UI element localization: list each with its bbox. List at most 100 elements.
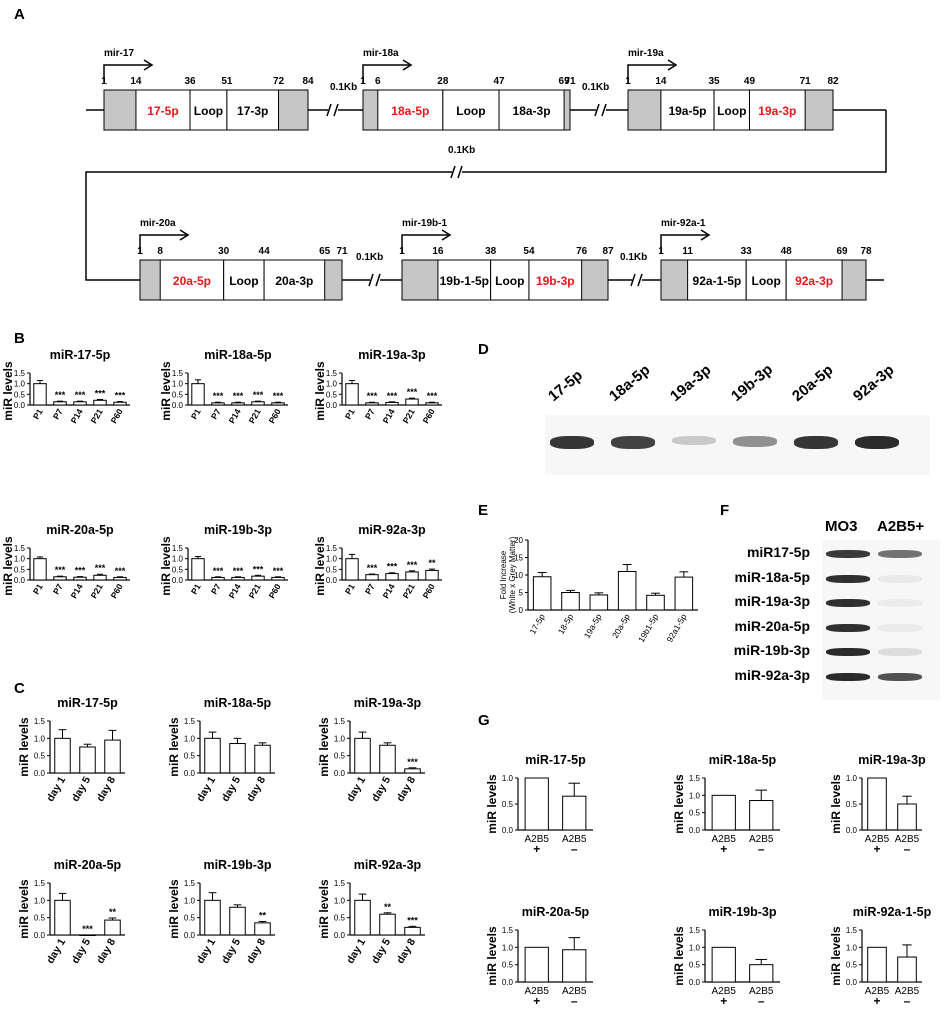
significance-label: *** [427,391,438,401]
bar [561,592,580,611]
y-tick-label: 1.0 [184,734,196,743]
x-tick-label: day 8 [394,774,418,803]
y-tick-label: 0 [519,606,524,615]
y-tick-label: 0.0 [184,931,196,940]
nucleotide-position: 76 [576,246,588,257]
y-tick-label: 1.0 [334,896,346,905]
y-axis-label: miR levels [1,361,15,421]
gene-segment [490,259,530,301]
nucleotide-position: 6 [375,76,381,87]
bar [867,946,887,983]
x-tick-label: day 5 [69,774,93,803]
nucleotide-position: 48 [781,246,793,257]
nucleotide-position: 16 [432,246,444,257]
y-tick-label: 0.0 [172,576,184,585]
bar [404,926,421,936]
x-tick-label: P60 [109,582,125,600]
bar [211,402,225,406]
chart-title: miR-20a-5p [46,523,114,537]
x-tick-label: day 5 [219,936,243,965]
x-tick-label: P21 [89,407,105,425]
bar [379,744,396,774]
bar [425,402,439,406]
gel-band [672,436,716,446]
significance-label: *** [82,924,93,934]
nucleotide-position: 51 [221,76,233,87]
tss-arrowhead [700,229,711,241]
significance-label: *** [115,391,126,401]
x-tick-label: P7 [363,407,377,421]
gene-name: mir-92a-1 [661,218,706,229]
bar [646,594,665,611]
significance-label: ** [384,902,392,912]
nucleotide-position: 14 [130,76,142,87]
x-tick-label: day 1 [194,936,218,965]
nucleotide-position: 71 [336,246,348,257]
bar [73,576,87,581]
significance-label: *** [95,563,106,573]
segment-label: 18a-3p [513,104,551,118]
significance-label: *** [273,566,284,576]
gene-name: mir-17 [104,48,134,59]
x-tick-label: P14 [381,407,397,425]
x-tick-label: P60 [421,407,437,425]
bar [271,576,285,581]
bar [251,401,265,406]
break-mark [368,273,374,287]
gel-band [878,574,922,583]
gene-segment [223,259,265,301]
gel-band [733,436,777,447]
bar [33,383,47,406]
x-tick-label: A2B5 [865,986,890,997]
y-tick-label: 0.5 [172,390,184,399]
chart-title: miR-92a-3p [358,523,426,537]
y-tick-label: 1.5 [172,544,184,553]
bar [617,571,637,611]
bar [354,899,371,936]
gene-name: mir-19b-1 [402,218,447,229]
tss-arrow [627,64,674,83]
x-tick-label: A2B5 [562,834,587,845]
y-axis-label: miR levels [313,361,327,421]
break-mark [637,273,643,287]
y-tick-label: 0.0 [34,931,46,940]
gel-band [878,550,922,558]
y-tick-label: 0.0 [184,769,196,778]
significance-label: *** [387,391,398,401]
nucleotide-position: 38 [485,246,497,257]
y-tick-label: 1.0 [846,943,858,952]
x-tick-label: 92a1-5p [664,612,688,644]
x-tick-label: day 5 [69,936,93,965]
y-tick-label: 1.0 [34,734,46,743]
significance-label: ** [428,558,436,568]
significance-label: ** [259,910,267,920]
gel-row-label: miR-19b-3p [733,642,810,658]
y-axis-label: miR levels [672,926,686,986]
y-tick-label: 0.5 [184,914,196,923]
nucleotide-position: 65 [319,246,331,257]
y-axis-label: miR levels [17,717,31,777]
y-tick-label: 1.5 [334,879,346,888]
gel-lane-label: 19a-3p [667,361,715,405]
y-tick-label: 0.0 [846,826,858,835]
x-tick-label: – [758,994,765,1008]
x-tick-label: P14 [69,407,85,425]
y-tick-label: 1.0 [14,380,26,389]
panel-label-f: F [720,502,730,519]
x-tick-label: day 1 [44,774,68,803]
significance-label: *** [115,566,126,576]
y-tick-label: 0.0 [502,826,514,835]
bar [674,576,694,611]
gel-band [878,672,922,681]
bar [562,949,587,983]
bar [204,737,221,774]
y-tick-label: 0.5 [502,800,514,809]
nucleotide-position: 33 [741,246,753,257]
gel-row-label: miR17-5p [746,544,810,560]
y-tick-label: 1.5 [846,926,858,935]
y-tick-label: 1.0 [846,774,858,783]
bar [711,946,736,983]
x-tick-label: day 8 [94,774,118,803]
x-tick-label: P7 [51,582,65,596]
